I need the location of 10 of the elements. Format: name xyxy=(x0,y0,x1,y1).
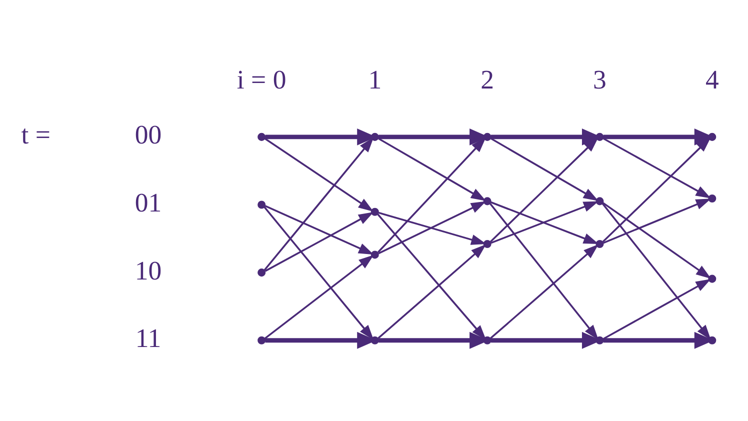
label: 1 xyxy=(368,64,382,94)
label: 11 xyxy=(135,322,162,353)
label: 10 xyxy=(134,254,162,285)
label: 01 xyxy=(134,186,162,217)
label: 4 xyxy=(705,64,719,94)
label: i = 0 xyxy=(236,64,286,94)
label: t = xyxy=(21,119,50,150)
label: 3 xyxy=(593,64,606,94)
label: 2 xyxy=(480,64,494,94)
label: 00 xyxy=(134,119,162,150)
